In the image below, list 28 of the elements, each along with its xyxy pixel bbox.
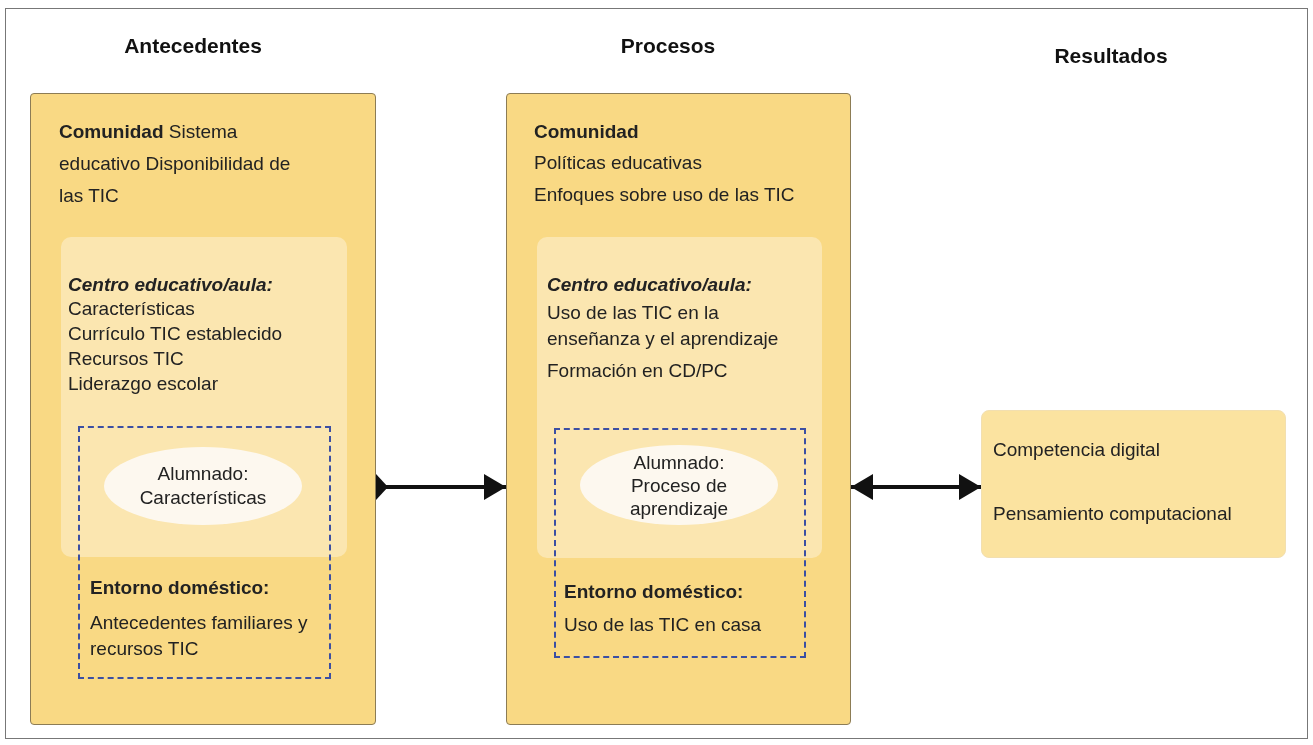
arrow	[376, 474, 506, 500]
ellipse-label: Alumnado: Proceso de aprendizaje	[628, 450, 730, 520]
subsection-heading: Centro educativo/aula:	[547, 273, 752, 297]
subsection-heading: Centro educativo/aula:	[68, 273, 273, 297]
column-heading: Resultados	[1054, 44, 1168, 68]
item-text: Formación en CD/PC	[547, 359, 728, 383]
double-arrow	[851, 474, 981, 500]
column-heading: Procesos	[620, 34, 716, 58]
item-text: Competencia digital	[993, 438, 1160, 462]
item-text: Políticas educativas	[534, 151, 702, 175]
item-text: Antecedentes familiares y recursos TIC	[90, 611, 309, 661]
section-heading: Entorno doméstico:	[564, 580, 744, 604]
result-box	[981, 410, 1286, 558]
item-text: Currículo TIC establecido	[68, 322, 283, 346]
item-text: Enfoques sobre uso de las TIC	[534, 183, 796, 207]
item-text: Pensamiento computacional	[993, 502, 1233, 526]
item-text: Comunidad Sistema educativo Disponibilidad de las TIC	[59, 120, 292, 208]
item-text: Uso de las TIC en la enseñanza y el aprendizaje	[547, 301, 780, 351]
item-text: Recursos TIC	[68, 347, 184, 371]
column-heading: Antecedentes	[124, 34, 262, 58]
section-heading: Comunidad	[534, 120, 639, 144]
section-heading: Entorno doméstico:	[90, 576, 270, 600]
panel	[506, 93, 851, 725]
ellipse-label: Alumnado: Características	[138, 462, 268, 510]
item-text: Liderazgo escolar	[68, 372, 218, 396]
item-text: Uso de las TIC en casa	[564, 613, 762, 637]
item-text: Características	[68, 297, 195, 321]
panel	[30, 93, 376, 725]
